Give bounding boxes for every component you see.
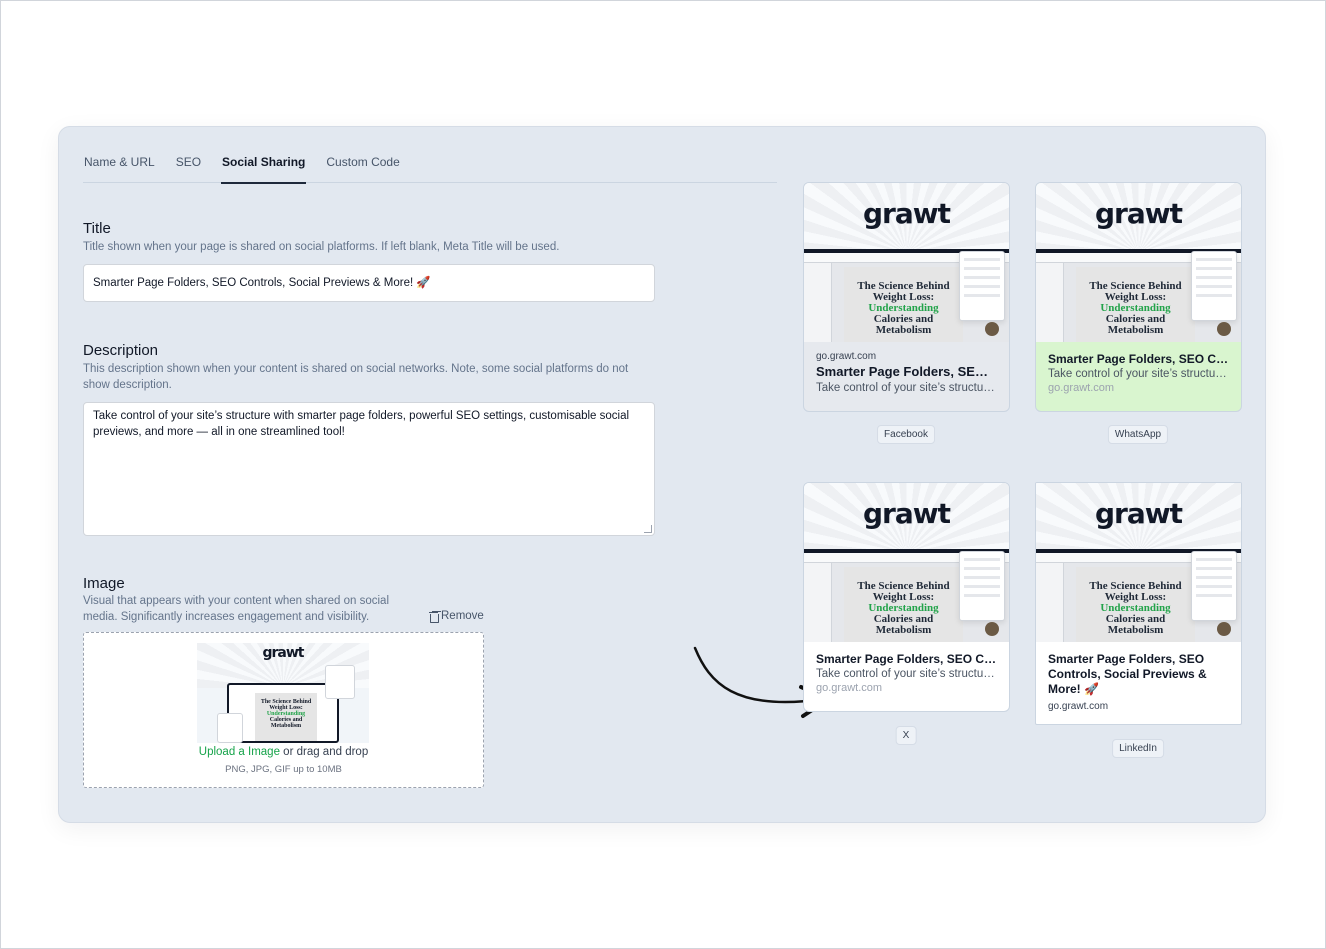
grawt-logo-icon: grawt xyxy=(863,197,951,230)
image-description: Visual that appears with your content wh… xyxy=(83,595,390,623)
grawt-logo-icon: grawt xyxy=(863,497,951,530)
platform-label-facebook: Facebook xyxy=(877,425,935,444)
grawt-logo-icon: grawt xyxy=(1095,497,1183,530)
phone-mockup xyxy=(217,713,243,743)
whatsapp-title: Smarter Page Folders, SEO Controls, Soci… xyxy=(1048,352,1229,366)
facebook-title: Smarter Page Folders, SEO Controls, Soci… xyxy=(816,364,997,379)
linkedin-title: Smarter Page Folders, SEO Controls, Soci… xyxy=(1048,652,1207,696)
platform-label-x: X xyxy=(895,726,917,745)
upload-hint: PNG, JPG, GIF up to 10MB xyxy=(225,764,342,775)
title-input[interactable]: Smarter Page Folders, SEO Controls, Soci… xyxy=(83,264,655,302)
tab-name-url[interactable]: Name & URL xyxy=(84,155,155,169)
whatsapp-domain: go.grawt.com xyxy=(1048,382,1115,394)
facebook-domain: go.grawt.com xyxy=(816,351,877,362)
description-textarea[interactable]: Take control of your site’s structure wi… xyxy=(83,402,655,536)
title-heading: Title xyxy=(83,220,111,237)
whatsapp-desc: Take control of your site’s structure wi… xyxy=(1048,368,1229,380)
grawt-logo-icon: grawt xyxy=(1095,197,1183,230)
description-text: Take control of your site’s structure wi… xyxy=(93,410,630,438)
x-title: Smarter Page Folders, SEO Controls, Soci… xyxy=(816,652,997,666)
tab-custom-code[interactable]: Custom Code xyxy=(326,155,400,169)
remove-image-button[interactable]: Remove xyxy=(429,610,484,623)
tab-bar: Name & URL SEO Social Sharing Custom Cod… xyxy=(83,147,777,184)
upload-prompt: Upload a Image or drag and drop xyxy=(198,746,369,758)
x-domain: go.grawt.com xyxy=(816,682,883,694)
resize-handle[interactable] xyxy=(644,525,652,533)
title-description: Title shown when your page is shared on … xyxy=(83,241,560,253)
laptop-mockup: The Science Behind Weight Loss: Understa… xyxy=(227,683,339,743)
linkedin-domain: go.grawt.com xyxy=(1048,701,1109,712)
image-heading: Image xyxy=(83,575,125,592)
x-desc: Take control of your site’s structure wi… xyxy=(816,668,997,680)
facebook-desc: Take control of your site’s structure wi… xyxy=(816,382,997,394)
description-heading: Description xyxy=(83,342,159,359)
tab-seo[interactable]: SEO xyxy=(175,155,202,169)
tab-social-sharing[interactable]: Social Sharing xyxy=(221,147,307,184)
platform-label-whatsapp: WhatsApp xyxy=(1107,425,1169,444)
platform-label-linkedin: LinkedIn xyxy=(1112,739,1164,758)
trash-icon xyxy=(429,611,439,623)
settings-panel: Name & URL SEO Social Sharing Custom Cod… xyxy=(58,126,1266,823)
image-preview: grawt The Science Behind Weight Loss: Un… xyxy=(197,643,369,743)
popup-mockup xyxy=(325,665,355,699)
grawt-logo-icon: grawt xyxy=(262,645,305,661)
image-dropzone[interactable]: grawt The Science Behind Weight Loss: Un… xyxy=(83,632,484,788)
remove-label: Remove xyxy=(441,610,484,622)
upload-link[interactable]: Upload a Image xyxy=(198,746,280,758)
description-description: This description shown when your content… xyxy=(83,363,629,391)
